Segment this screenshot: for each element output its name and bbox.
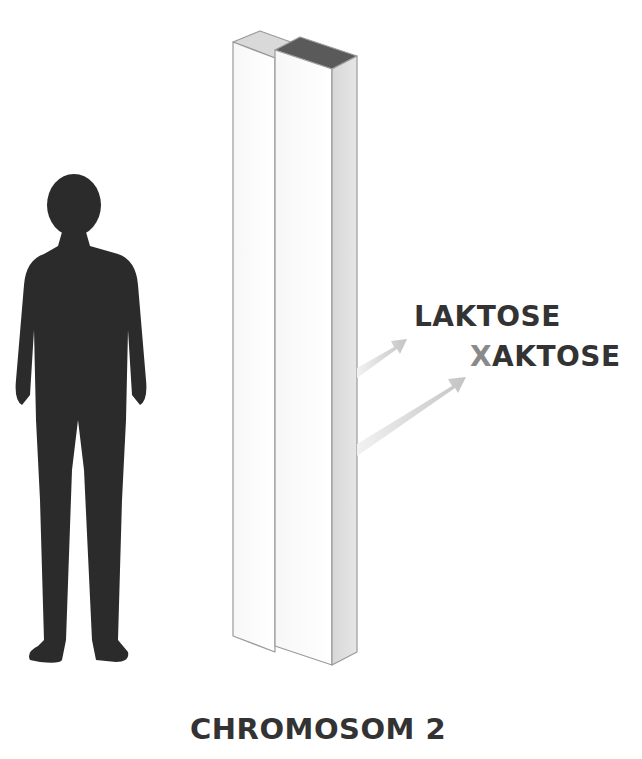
gene-arrows	[357, 339, 466, 456]
gene-label: LAKTOSE	[414, 300, 561, 333]
chromosome-caption: CHROMOSOM 2	[190, 712, 446, 746]
gene-label: XAKTOSE	[470, 340, 621, 373]
person-silhouette	[16, 174, 147, 663]
chromosome-pillars	[233, 31, 357, 665]
